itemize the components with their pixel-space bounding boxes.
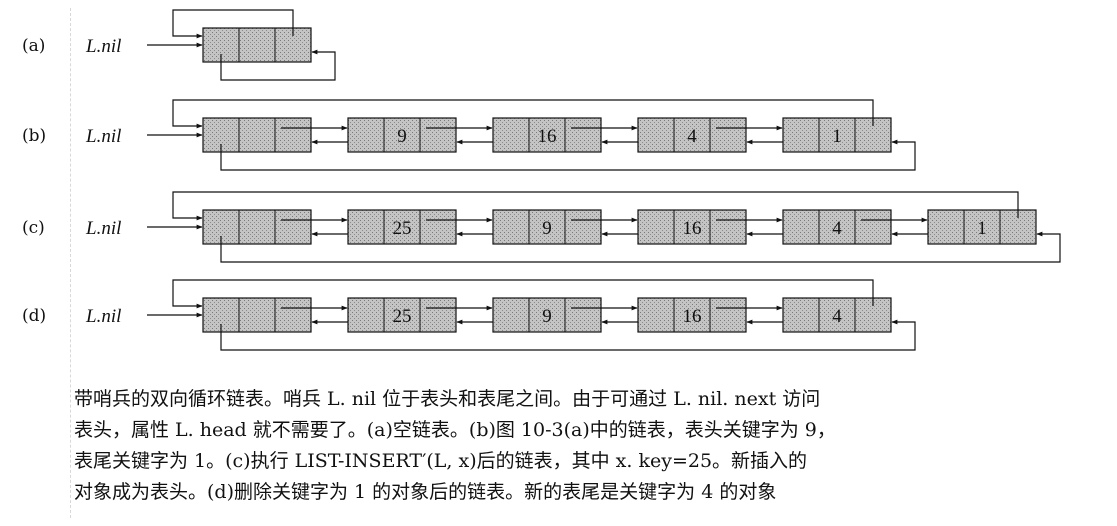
- node-box: [492, 209, 602, 245]
- node-box: [202, 27, 312, 63]
- node-key: 9: [542, 306, 552, 327]
- list-node: 9: [492, 297, 602, 333]
- node-box: [782, 209, 892, 245]
- wrap-next-arrow: [172, 279, 874, 309]
- node-box: [347, 209, 457, 245]
- node-key: 9: [542, 218, 552, 239]
- node-key: 1: [977, 218, 987, 239]
- wrap-prev-arrow: [220, 231, 1061, 263]
- node-box: [637, 209, 747, 245]
- node-box: [202, 297, 312, 333]
- node-box: [347, 117, 457, 153]
- wrap-prev-arrow: [220, 49, 336, 81]
- node-key: 16: [683, 218, 702, 239]
- caption-line-1: 带哨兵的双向循环链表。哨兵 L. nil 位于表头和表尾之间。由于可通过 L. …: [74, 388, 821, 410]
- node-key: 4: [832, 218, 842, 239]
- node-key: 16: [538, 126, 557, 147]
- list-node: 4: [782, 209, 892, 245]
- wrap-prev-arrow: [220, 139, 916, 171]
- list-node: 9: [347, 117, 457, 153]
- node-key: 1: [832, 126, 842, 147]
- list-node: 16: [492, 117, 602, 153]
- list-node: 4: [637, 117, 747, 153]
- list-node: 25: [347, 209, 457, 245]
- node-box: [492, 297, 602, 333]
- node-box: [202, 117, 312, 153]
- list-row-0: (a) L.nil: [22, 9, 336, 81]
- caption-line-2: 表头，属性 L. head 就不需要了。(a)空链表。(b)图 10-3(a)中…: [74, 419, 836, 441]
- list-node: 16: [637, 297, 747, 333]
- list-row-3: (d) L.nil 25 9 16 4: [22, 279, 916, 351]
- figure-caption: 带哨兵的双向循环链表。哨兵 L. nil 位于表头和表尾之间。由于可通过 L. …: [74, 384, 1114, 508]
- nil-label: L.nil: [85, 126, 121, 147]
- node-key: 16: [683, 306, 702, 327]
- wrap-prev-arrow: [220, 319, 916, 351]
- row-label: (a): [22, 36, 45, 56]
- sentinel-node: [202, 209, 312, 245]
- node-key: 9: [397, 126, 407, 147]
- sentinel-node: [202, 27, 312, 63]
- wrap-next-arrow: [172, 9, 294, 39]
- caption-line-4: 对象成为表头。(d)删除关键字为 1 的对象后的链表。新的表尾是关键字为 4 的…: [74, 481, 777, 503]
- sentinel-node: [202, 297, 312, 333]
- list-node: 1: [927, 209, 1037, 245]
- node-key: 25: [393, 306, 412, 327]
- node-box: [492, 117, 602, 153]
- node-key: 25: [393, 218, 412, 239]
- list-node: 9: [492, 209, 602, 245]
- node-box: [202, 209, 312, 245]
- caption-line-3: 表尾关键字为 1。(c)执行 LIST-INSERT′(L, x)后的链表，其中…: [74, 450, 808, 472]
- list-row-1: (b) L.nil 9 16 4 1: [22, 99, 916, 171]
- row-label: (b): [22, 126, 46, 146]
- list-row-2: (c) L.nil 25 9 16 4 1: [22, 191, 1061, 263]
- sentinel-node: [202, 117, 312, 153]
- list-node: 1: [782, 117, 892, 153]
- row-label: (c): [22, 218, 45, 238]
- nil-label: L.nil: [85, 306, 121, 327]
- nil-label: L.nil: [85, 218, 121, 239]
- node-box: [637, 297, 747, 333]
- list-node: 25: [347, 297, 457, 333]
- node-box: [637, 117, 747, 153]
- nil-label: L.nil: [85, 36, 121, 57]
- wrap-next-arrow: [172, 99, 874, 129]
- left-guide-line: [70, 8, 71, 518]
- list-node: 16: [637, 209, 747, 245]
- row-label: (d): [22, 306, 46, 326]
- list-node: 4: [782, 297, 892, 333]
- node-box: [347, 297, 457, 333]
- node-key: 4: [832, 306, 842, 327]
- node-key: 4: [687, 126, 697, 147]
- linked-list-diagram: (a) L.nil (b) L.nil 9 16 4 1 (c) L.nil 25 9 16 4 1 (d) L…: [22, 9, 1061, 351]
- wrap-next-arrow: [172, 191, 1019, 221]
